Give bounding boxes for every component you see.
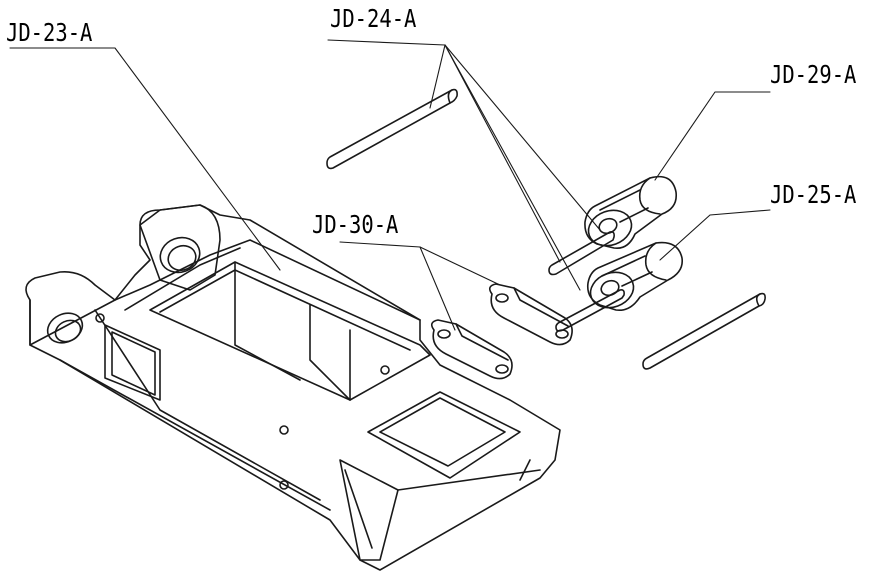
leader-jd30 [340, 242, 500, 285]
label-jd-30-a: JD-30-A [312, 210, 399, 239]
leader-jd24-d [445, 45, 580, 290]
pin-right [643, 294, 765, 369]
pin-small-upper [549, 232, 614, 275]
label-jd-24-a: JD-24-A [330, 4, 417, 33]
leader-jd24-b [445, 45, 600, 230]
leader-jd23 [10, 48, 280, 270]
link-plate-upper [490, 284, 572, 345]
leader-jd25 [660, 210, 770, 260]
label-jd-29-a: JD-29-A [770, 60, 857, 89]
label-jd-25-a: JD-25-A [770, 180, 857, 209]
roller-lower [586, 243, 683, 314]
arm-body [26, 205, 560, 570]
leader-jd29 [655, 92, 770, 180]
link-plate-lower [432, 320, 512, 379]
label-jd-23-a: JD-23-A [6, 18, 93, 47]
leader-jd24-c [445, 45, 560, 262]
pin-top [327, 90, 457, 169]
leader-lines [10, 40, 770, 330]
leader-jd24-a [328, 40, 445, 108]
leader-jd30-b [420, 247, 455, 330]
roller-upper [584, 177, 677, 252]
